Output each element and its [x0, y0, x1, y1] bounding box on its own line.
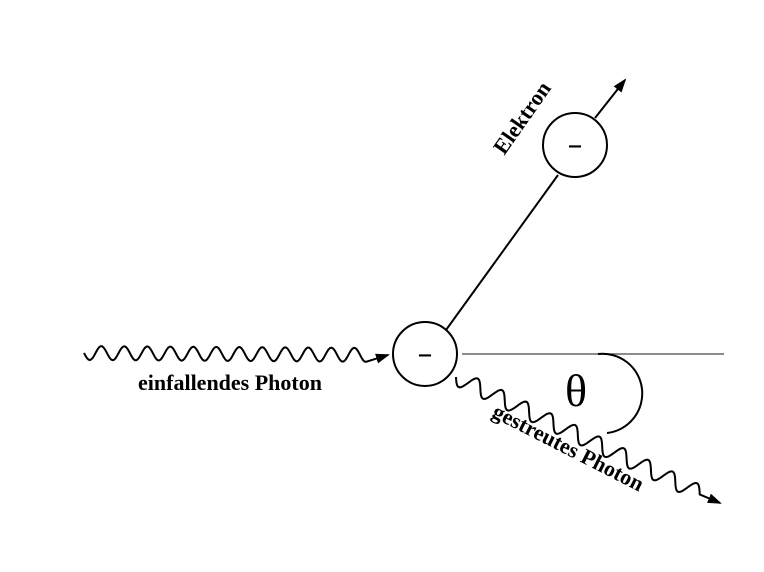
electron-direction-arrow	[594, 78, 627, 119]
incident-photon-label: einfallendes Photon	[138, 370, 322, 395]
target-electron-symbol: –	[418, 337, 433, 372]
angle-label: θ	[565, 365, 587, 416]
electron-track	[445, 174, 559, 331]
target-electron: –	[392, 321, 458, 387]
incident-photon-wave	[83, 345, 390, 364]
angle-arc	[597, 352, 644, 434]
recoil-electron-symbol: –	[568, 128, 583, 163]
scattered-photon-wave	[455, 376, 722, 504]
recoil-electron: –	[542, 112, 608, 178]
